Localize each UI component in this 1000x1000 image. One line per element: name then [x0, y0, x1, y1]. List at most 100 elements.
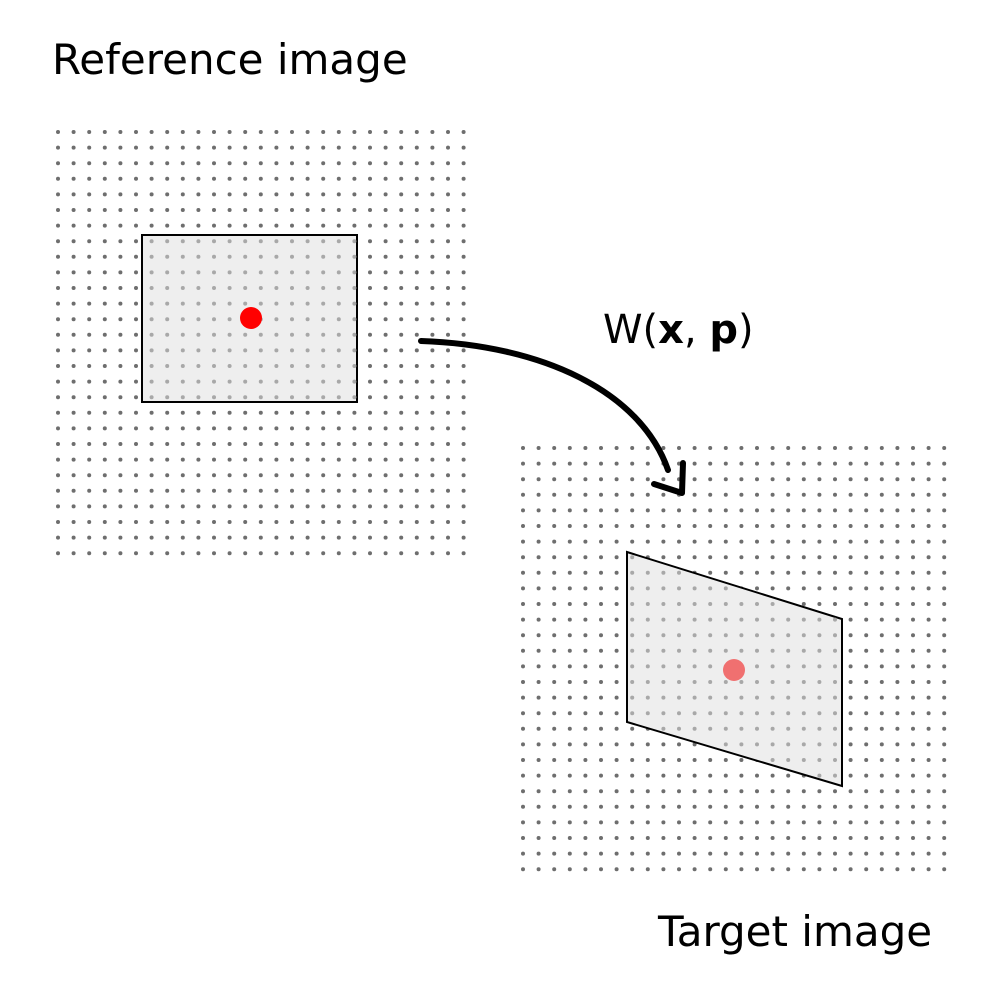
target-grid-dot	[536, 851, 541, 856]
reference-grid-dot	[446, 239, 450, 244]
target-grid-dot	[739, 446, 744, 450]
target-grid-dot	[599, 633, 603, 638]
reference-grid-dot	[368, 270, 372, 275]
target-patch-dot	[677, 726, 681, 731]
target-grid-dot	[942, 555, 947, 560]
target-grid-dot	[755, 461, 759, 466]
target-grid-dot	[848, 477, 853, 482]
reference-grid-dot	[305, 130, 310, 134]
target-grid-dot	[848, 695, 853, 700]
reference-grid-dot	[290, 223, 294, 228]
reference-grid-dot	[352, 488, 357, 493]
reference-grid-dot	[352, 473, 357, 478]
target-grid-dot	[692, 851, 697, 856]
reference-grid-dot	[352, 457, 357, 462]
target-grid-dot	[895, 508, 900, 513]
target-grid-dot	[755, 477, 759, 482]
reference-patch-dot	[165, 270, 170, 275]
reference-grid-dot	[180, 504, 185, 509]
reference-grid-dot	[290, 488, 294, 493]
reference-grid-dot	[212, 130, 216, 134]
reference-grid-dot	[165, 457, 170, 462]
target-grid-dot	[879, 836, 884, 840]
reference-grid-dot	[258, 504, 263, 509]
reference-patch-dot	[321, 379, 326, 384]
reference-grid-dot	[87, 130, 92, 134]
reference-grid-dot	[430, 364, 435, 368]
target-grid-dot	[614, 851, 619, 856]
reference-grid-dot	[305, 145, 310, 150]
target-grid-dot	[895, 711, 900, 716]
target-grid-dot	[583, 524, 588, 528]
reference-patch-dot	[165, 348, 170, 353]
target-grid-dot	[614, 789, 619, 794]
target-grid-dot	[677, 820, 681, 825]
reference-grid-dot	[321, 223, 326, 228]
reference-patch-dot	[180, 348, 185, 353]
target-grid-dot	[661, 492, 666, 497]
reference-grid-dot	[461, 488, 466, 493]
reference-grid-dot	[368, 239, 372, 244]
target-grid-dot	[521, 648, 525, 653]
reference-grid-dot	[414, 551, 419, 556]
target-grid-dot	[864, 711, 869, 716]
reference-grid-dot	[196, 223, 201, 228]
target-grid-dot	[583, 648, 588, 653]
target-grid-dot	[926, 867, 931, 872]
reference-grid-dot	[56, 426, 60, 431]
target-grid-dot	[567, 773, 572, 778]
target-grid-dot	[926, 539, 931, 544]
target-grid-dot	[552, 555, 557, 560]
reference-grid-dot	[321, 426, 326, 431]
reference-patch-dot	[165, 379, 170, 384]
target-grid-dot	[895, 555, 900, 560]
target-patch-dot	[817, 773, 822, 778]
target-patch-dot	[801, 680, 806, 684]
reference-grid-dot	[399, 410, 404, 415]
target-patch-dot	[801, 664, 806, 669]
target-grid-dot	[801, 555, 806, 560]
reference-grid-dot	[102, 301, 107, 306]
reference-grid-dot	[227, 535, 232, 540]
target-grid-dot	[552, 680, 557, 684]
reference-grid-dot	[414, 286, 419, 290]
reference-grid-dot	[430, 130, 435, 134]
reference-patch-dot	[149, 301, 154, 306]
reference-grid-dot	[196, 192, 201, 197]
target-grid-dot	[879, 680, 884, 684]
reference-grid-dot	[196, 551, 201, 556]
reference-dot-grid	[56, 130, 466, 556]
reference-grid-dot	[368, 348, 372, 353]
reference-grid-dot	[180, 473, 185, 478]
reference-grid-dot	[274, 473, 279, 478]
target-grid-dot	[583, 508, 588, 513]
target-grid-dot	[677, 773, 681, 778]
target-grid-dot	[521, 789, 525, 794]
reference-grid-dot	[321, 192, 326, 197]
reference-grid-dot	[383, 364, 388, 368]
reference-grid-dot	[446, 192, 450, 197]
reference-grid-dot	[102, 286, 107, 290]
target-grid-dot	[942, 633, 947, 638]
target-grid-dot	[848, 742, 853, 747]
target-grid-dot	[567, 867, 572, 872]
reference-patch-dot	[165, 317, 170, 322]
reference-grid-dot	[305, 176, 310, 181]
reference-patch-dot	[180, 317, 185, 322]
reference-grid-dot	[383, 192, 388, 197]
target-grid-dot	[536, 570, 541, 575]
reference-grid-dot	[430, 504, 435, 509]
reference-grid-dot	[180, 410, 185, 415]
target-grid-dot	[583, 726, 588, 731]
reference-grid-dot	[399, 488, 404, 493]
reference-grid-dot	[446, 364, 450, 368]
target-patch-dot	[833, 664, 837, 669]
target-grid-dot	[833, 586, 837, 591]
target-grid-dot	[895, 648, 900, 653]
target-grid-dot	[786, 477, 791, 482]
target-grid-dot	[723, 477, 728, 482]
reference-grid-dot	[71, 130, 76, 134]
target-grid-dot	[864, 851, 869, 856]
reference-grid-dot	[274, 410, 279, 415]
reference-patch-dot	[165, 395, 170, 400]
